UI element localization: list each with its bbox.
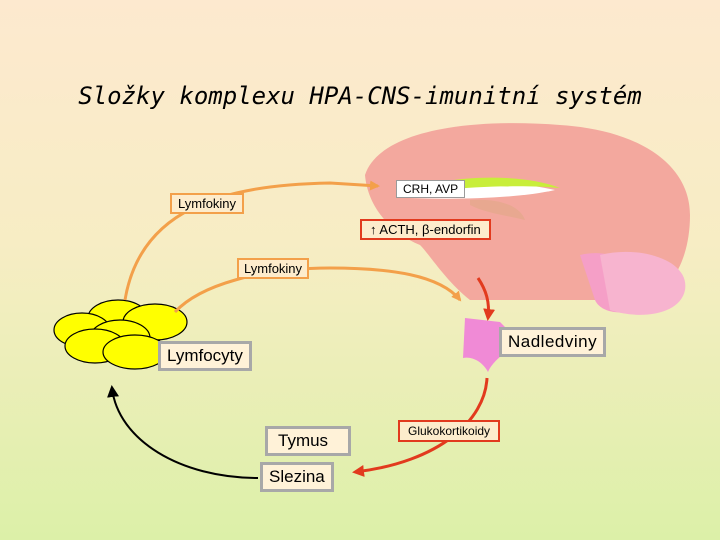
label-acth: ↑ ACTH, β-endorfin: [360, 219, 491, 240]
label-lymfocyty: Lymfocyty: [158, 341, 252, 371]
cerebellum: [600, 251, 686, 315]
label-lymfokiny-mid: Lymfokiny: [237, 258, 310, 279]
label-tymus: Tymus: [265, 426, 351, 456]
hypothalamus: [470, 199, 525, 220]
label-nadledviny: Nadledviny: [499, 327, 607, 357]
arrow-lymfokiny-to-brain: [123, 180, 380, 301]
label-crh-avp: CRH, AVP: [396, 180, 466, 198]
label-glukokortikoidy: Glukokortikoidy: [398, 420, 501, 442]
slide-title: Složky komplexu HPA-CNS-imunitní systém: [78, 82, 642, 110]
arrow-lymfokiny-middle: [173, 266, 462, 314]
brain-green-band: [440, 177, 560, 190]
brain-illustration: [365, 123, 690, 315]
label-lymfokiny-top: Lymfokiny: [170, 193, 245, 214]
arrow-lymphoid-organs-to-lymphocytes: [107, 385, 259, 479]
lymphocyte-cluster: [53, 299, 188, 370]
label-slezina: Slezina: [260, 462, 334, 492]
arrow-brain-to-adrenal: [476, 277, 496, 321]
